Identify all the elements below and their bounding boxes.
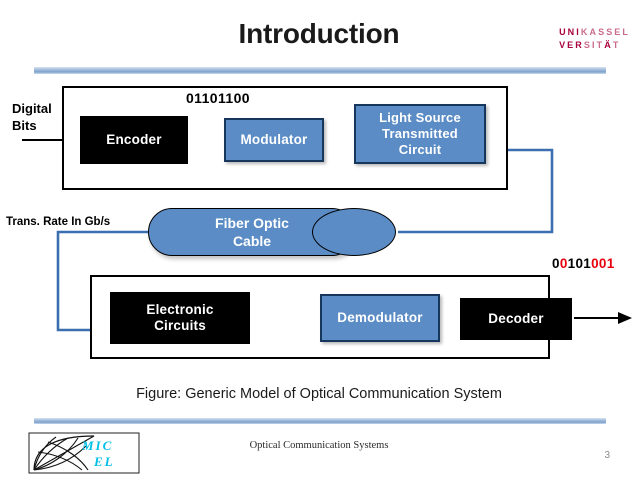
output-binary-digit-3: 0 [575,256,584,271]
block-light-source-transmitted-circuit[interactable]: Light Source Transmitted Circuit [354,104,486,164]
output-binary-digit-4: 1 [583,256,592,271]
university-logo-kassel: KASSEL [580,27,630,37]
fiber-optic-cable-ellipse [312,208,396,256]
transmission-rate-label: Trans. Rate In Gb/s [6,216,111,228]
block-decoder[interactable]: Decoder [460,298,572,340]
input-binary-label: 01101100 [186,90,250,106]
university-logo-a-umlaut: Ä [604,40,613,50]
fiber-optic-cable-label: Fiber Optic Cable [148,214,356,250]
block-modulator[interactable]: Modulator [224,118,324,162]
output-binary-digit-5: 0 [591,256,599,271]
fiber-optic-cable-label-line2: Cable [232,233,272,249]
block-fiber-optic-cable[interactable]: Fiber Optic Cable [148,208,398,256]
university-logo-t: T [612,40,621,50]
output-binary-digit-0: 0 [552,256,560,271]
block-electronic-circuits[interactable]: Electronic Circuits [110,292,250,344]
block-light-source-line3: Circuit [398,142,442,157]
block-electronic-circuits-line1: Electronic [146,302,214,317]
output-binary-digit-7: 1 [606,256,615,271]
output-binary-digit-6: 0 [598,256,607,271]
page-number: 3 [604,450,610,461]
figure-caption: Figure: Generic Model of Optical Communi… [136,386,502,402]
university-logo-uni: UNI [559,27,581,37]
block-light-source-line2: Transmitted [382,126,458,141]
university-logo-sit: SIT [583,40,605,50]
digital-bits-label-line2: Bits [12,118,37,133]
svg-text:MIC: MIC [81,438,113,453]
university-logo-line1: UNIKASSEL [559,26,630,39]
university-logo-ver: VER [559,40,584,50]
header-divider [34,67,606,74]
output-binary-label: 00101001 [552,256,615,271]
block-light-source-line1: Light Source [379,110,461,125]
footer-divider [34,418,606,424]
block-electronic-circuits-line2: Circuits [154,318,206,333]
university-logo: UNIKASSEL VERSITÄT [559,26,630,52]
page-title: Introduction [238,18,400,49]
block-encoder[interactable]: Encoder [80,116,188,164]
digital-bits-label: Digital Bits [12,100,52,134]
fiber-optic-cable-label-line1: Fiber Optic [215,215,289,231]
output-binary-digit-1: 0 [559,256,568,271]
output-binary-digit-2: 1 [567,256,576,271]
svg-text:EL: EL [93,454,115,469]
lab-logo-icon: MIC EL [28,432,140,474]
block-demodulator[interactable]: Demodulator [320,294,440,342]
lab-logo: MIC EL [28,432,140,474]
university-logo-line2: VERSITÄT [559,39,630,52]
footer-text: Optical Communication Systems [249,440,389,451]
digital-bits-label-line1: Digital [12,101,52,116]
